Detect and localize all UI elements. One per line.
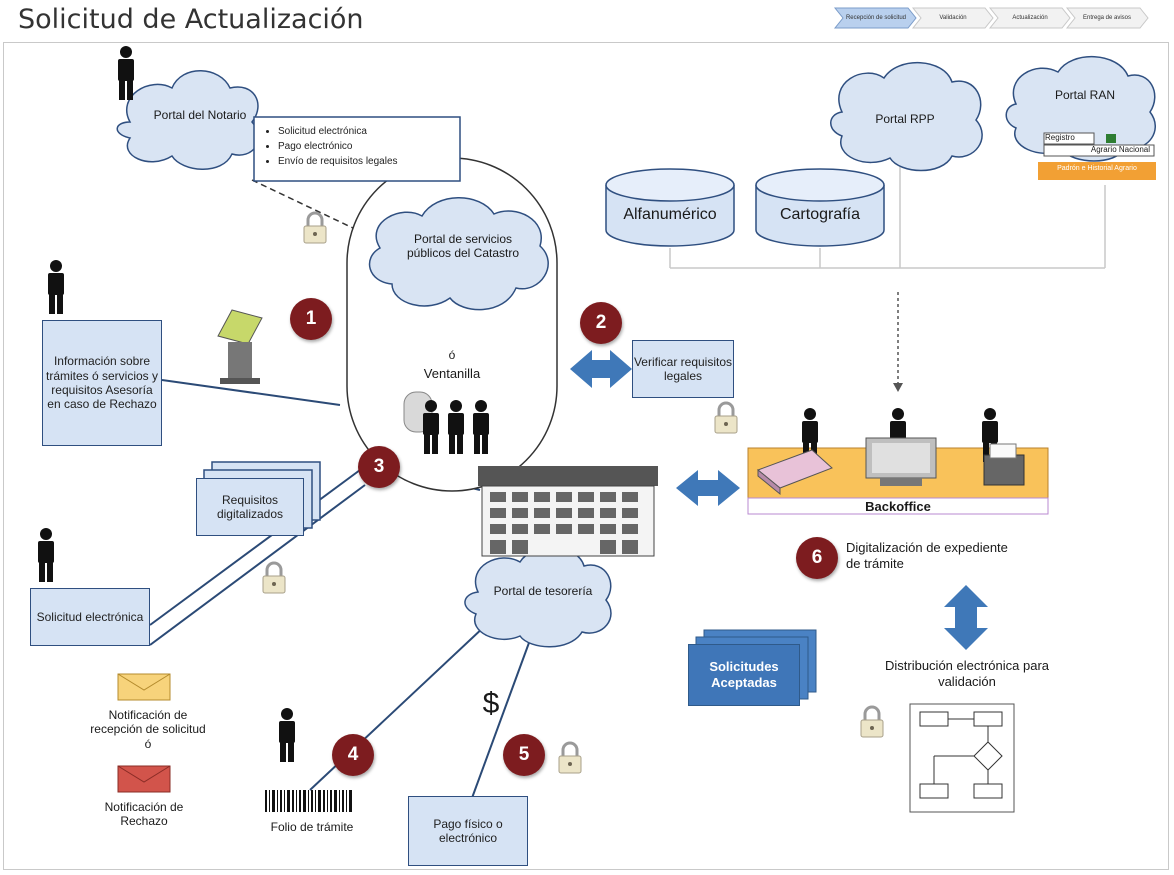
cloud-ran-label[interactable]: Portal RAN (1054, 88, 1116, 102)
step-2-marker: 2 (580, 302, 622, 344)
step-1-marker: 1 (290, 298, 332, 340)
backoffice-illustration (747, 408, 1049, 515)
verificar-box[interactable]: Verificar requisitos legales (632, 340, 734, 398)
progress-chevrons (833, 7, 1149, 29)
lock-icon-pago (557, 741, 583, 775)
notario-note-item: Pago electrónico (278, 139, 450, 154)
page-title: Solicitud de Actualización (18, 4, 364, 35)
cloud-tesoreria-shape (464, 546, 612, 648)
database-alfanumerico-shape (605, 168, 735, 247)
database-cartografia-shape (755, 168, 885, 247)
cloud-ran-shape (1005, 56, 1156, 162)
requisitos-box[interactable]: Requisitos digitalizados (196, 478, 304, 536)
progress-step-4[interactable]: Entrega de avisos (1082, 15, 1132, 21)
database-alfanumerico-label[interactable]: Alfanumérico (623, 206, 717, 223)
double-arrow-distribucion (944, 585, 988, 650)
lock-icon-distribucion (859, 705, 885, 739)
connector-to-backoffice-arrowhead (893, 383, 903, 392)
flowchart-illustration (909, 703, 1015, 813)
ran-badge-bar: Padrón e Historial Agrario (1057, 165, 1137, 172)
barcode-icon (265, 790, 352, 812)
progress-step-2[interactable]: Validación (939, 15, 967, 21)
pago-box[interactable]: Pago físico o electrónico (408, 796, 528, 866)
lock-icon-solicitud (261, 561, 287, 595)
digitalizacion-label: Digitalización de expediente de trámite (846, 540, 1008, 571)
notif-recepcion-label: Notificación de recepción de solicitud ó (90, 708, 206, 751)
person-notario (118, 46, 134, 100)
envelope-reject-icon (117, 765, 171, 793)
informacion-box[interactable]: Información sobre trámites ó servicios y… (42, 320, 162, 446)
solicitud-box[interactable]: Solicitud electrónica (30, 588, 150, 646)
progress-step-3-shape[interactable] (988, 7, 1071, 29)
progress-step-3[interactable]: Actualización (1012, 15, 1048, 21)
cloud-rpp-shape (830, 62, 983, 172)
progress-step-1-shape[interactable] (833, 7, 917, 29)
aceptadas-box[interactable]: Solicitudes Aceptadas (688, 644, 800, 706)
person-informacion (48, 260, 64, 314)
ran-badge-left-shape (1043, 132, 1095, 145)
step-5-marker: 5 (503, 734, 545, 776)
double-arrow-verificar (570, 350, 632, 388)
backoffice-label: Backoffice (865, 499, 931, 514)
person-solicitud (38, 528, 54, 582)
cloud-servicios-label[interactable]: Portal de servicios públicos del Catastr… (406, 232, 520, 261)
connector-solicitud-a (149, 469, 361, 626)
database-cartografia-label[interactable]: Cartografía (779, 206, 861, 223)
envelope-accept-icon (117, 673, 171, 701)
ventanilla-booth (403, 391, 489, 454)
distribucion-label: Distribución electrónica para validación (884, 658, 1050, 689)
notario-notes-box-shape (253, 116, 461, 182)
notif-rechazo-label: Notificación de Rechazo (104, 800, 184, 829)
folio-label: Folio de trámite (270, 820, 354, 834)
building-illustration (478, 466, 658, 557)
step-3-marker: 3 (358, 446, 400, 488)
cloud-notario-label[interactable]: Portal del Notario (153, 108, 247, 122)
ran-badge-left: Registro (1045, 133, 1075, 142)
notario-note-item: Envío de requisitos legales (278, 154, 450, 169)
dollar-sign: $ (482, 687, 500, 720)
cloud-tesoreria-label[interactable]: Portal de tesorería (493, 584, 593, 598)
progress-step-4-shape[interactable] (1065, 7, 1149, 29)
diagram-frame (3, 42, 1169, 870)
ran-badge-right-shape (1043, 144, 1155, 157)
notario-notes-box: Solicitud electrónica Pago electrónico E… (256, 118, 458, 180)
ventanilla-or-label: ó (448, 348, 456, 362)
person-folio (279, 708, 295, 762)
lock-icon-notario (302, 211, 328, 245)
connector-pago (471, 639, 531, 799)
progress-step-1[interactable]: Recepción de solicitud (845, 15, 907, 21)
connector-informacion (161, 379, 341, 406)
progress-step-2-shape[interactable] (911, 7, 994, 29)
ran-badge-right: Agrario Nacional (1090, 145, 1150, 154)
ran-badge-bar-shape (1038, 162, 1156, 180)
kiosk-illustration (217, 309, 263, 384)
notario-note-item: Solicitud electrónica (278, 124, 450, 139)
cloud-servicios-shape (368, 197, 549, 311)
step-6-marker: 6 (796, 537, 838, 579)
connector-solicitud-b (149, 484, 366, 646)
ventanilla-label: Ventanilla (423, 366, 481, 381)
lock-icon-verificar (713, 401, 739, 435)
ran-badge-flag (1106, 134, 1116, 143)
cloud-rpp-label[interactable]: Portal RPP (875, 112, 935, 126)
step-4-marker: 4 (332, 734, 374, 776)
double-arrow-backoffice (676, 470, 740, 506)
